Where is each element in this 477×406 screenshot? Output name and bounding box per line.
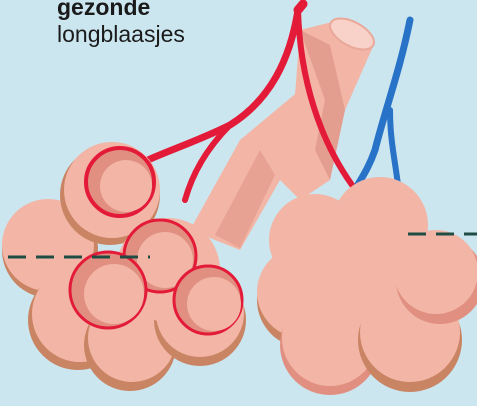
left-alveolar-cluster [2,142,246,391]
label-line-2: longblaasjes [57,21,185,48]
diagram-label: gezonde longblaasjes [57,0,185,48]
right-alveolar-cluster [257,177,477,395]
label-line-1: gezonde [57,0,185,21]
